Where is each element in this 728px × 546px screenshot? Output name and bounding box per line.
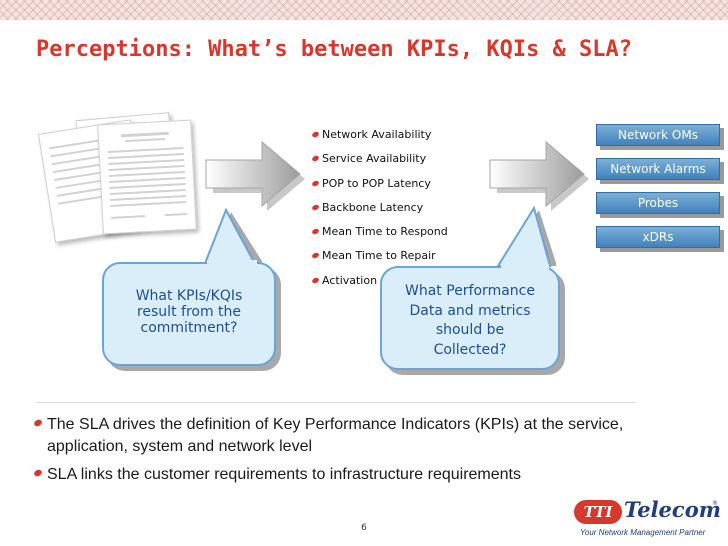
bullet-icon <box>33 469 43 478</box>
top-pattern-bar <box>0 0 728 20</box>
page-number: 6 <box>352 523 376 533</box>
kpi-list-item: Service Availability <box>312 150 448 174</box>
logo-wordmark: Telecom <box>624 497 721 522</box>
right-arrow-right <box>488 138 592 214</box>
callout-left: What KPIs/KQIs result from the commitmen… <box>102 262 276 366</box>
source-box-xdrs: xDRs <box>596 226 720 248</box>
bullet-icon <box>33 419 43 428</box>
tti-badge-icon: TTI <box>574 500 622 524</box>
callout-left-tail <box>200 208 262 268</box>
main-bullet-item: The SLA drives the definition of Key Per… <box>34 414 674 458</box>
tti-telecom-logo: TTI Telecom ® Your Network Management Pa… <box>574 500 720 540</box>
callout-right-tail-cover <box>496 264 552 270</box>
bullet-icon <box>311 228 319 235</box>
bullet-icon <box>311 204 319 211</box>
registered-mark: ® <box>712 500 718 507</box>
kpi-list-item: POP to POP Latency <box>312 175 448 199</box>
divider <box>36 402 636 403</box>
main-bullet-item: SLA links the customer requirements to i… <box>34 464 674 486</box>
bullet-icon <box>311 277 319 284</box>
right-arrow-left <box>204 138 308 214</box>
kpi-list-item: Backbone Latency <box>312 199 448 223</box>
sla-document-front <box>97 120 197 235</box>
callout-right-tail <box>494 206 556 268</box>
bullet-icon <box>311 252 319 259</box>
bullet-icon <box>311 155 319 162</box>
logo-tagline: Your Network Management Partner <box>580 528 705 537</box>
source-box-probes: Probes <box>596 192 720 214</box>
bullet-icon <box>311 179 319 186</box>
kpi-list-item: Mean Time to Respond <box>312 223 448 247</box>
source-box-network-oms: Network OMs <box>596 124 720 146</box>
kpi-list-item: Network Availability <box>312 126 448 150</box>
bullet-icon <box>311 131 319 138</box>
source-box-network-alarms: Network Alarms <box>596 158 720 180</box>
callout-right: What Performance Data and metrics should… <box>380 266 560 370</box>
callout-left-tail-cover <box>202 260 258 266</box>
slide-title: Perceptions: What’s between KPIs, KQIs &… <box>36 34 636 65</box>
main-bullet-list: The SLA drives the definition of Key Per… <box>34 414 674 492</box>
